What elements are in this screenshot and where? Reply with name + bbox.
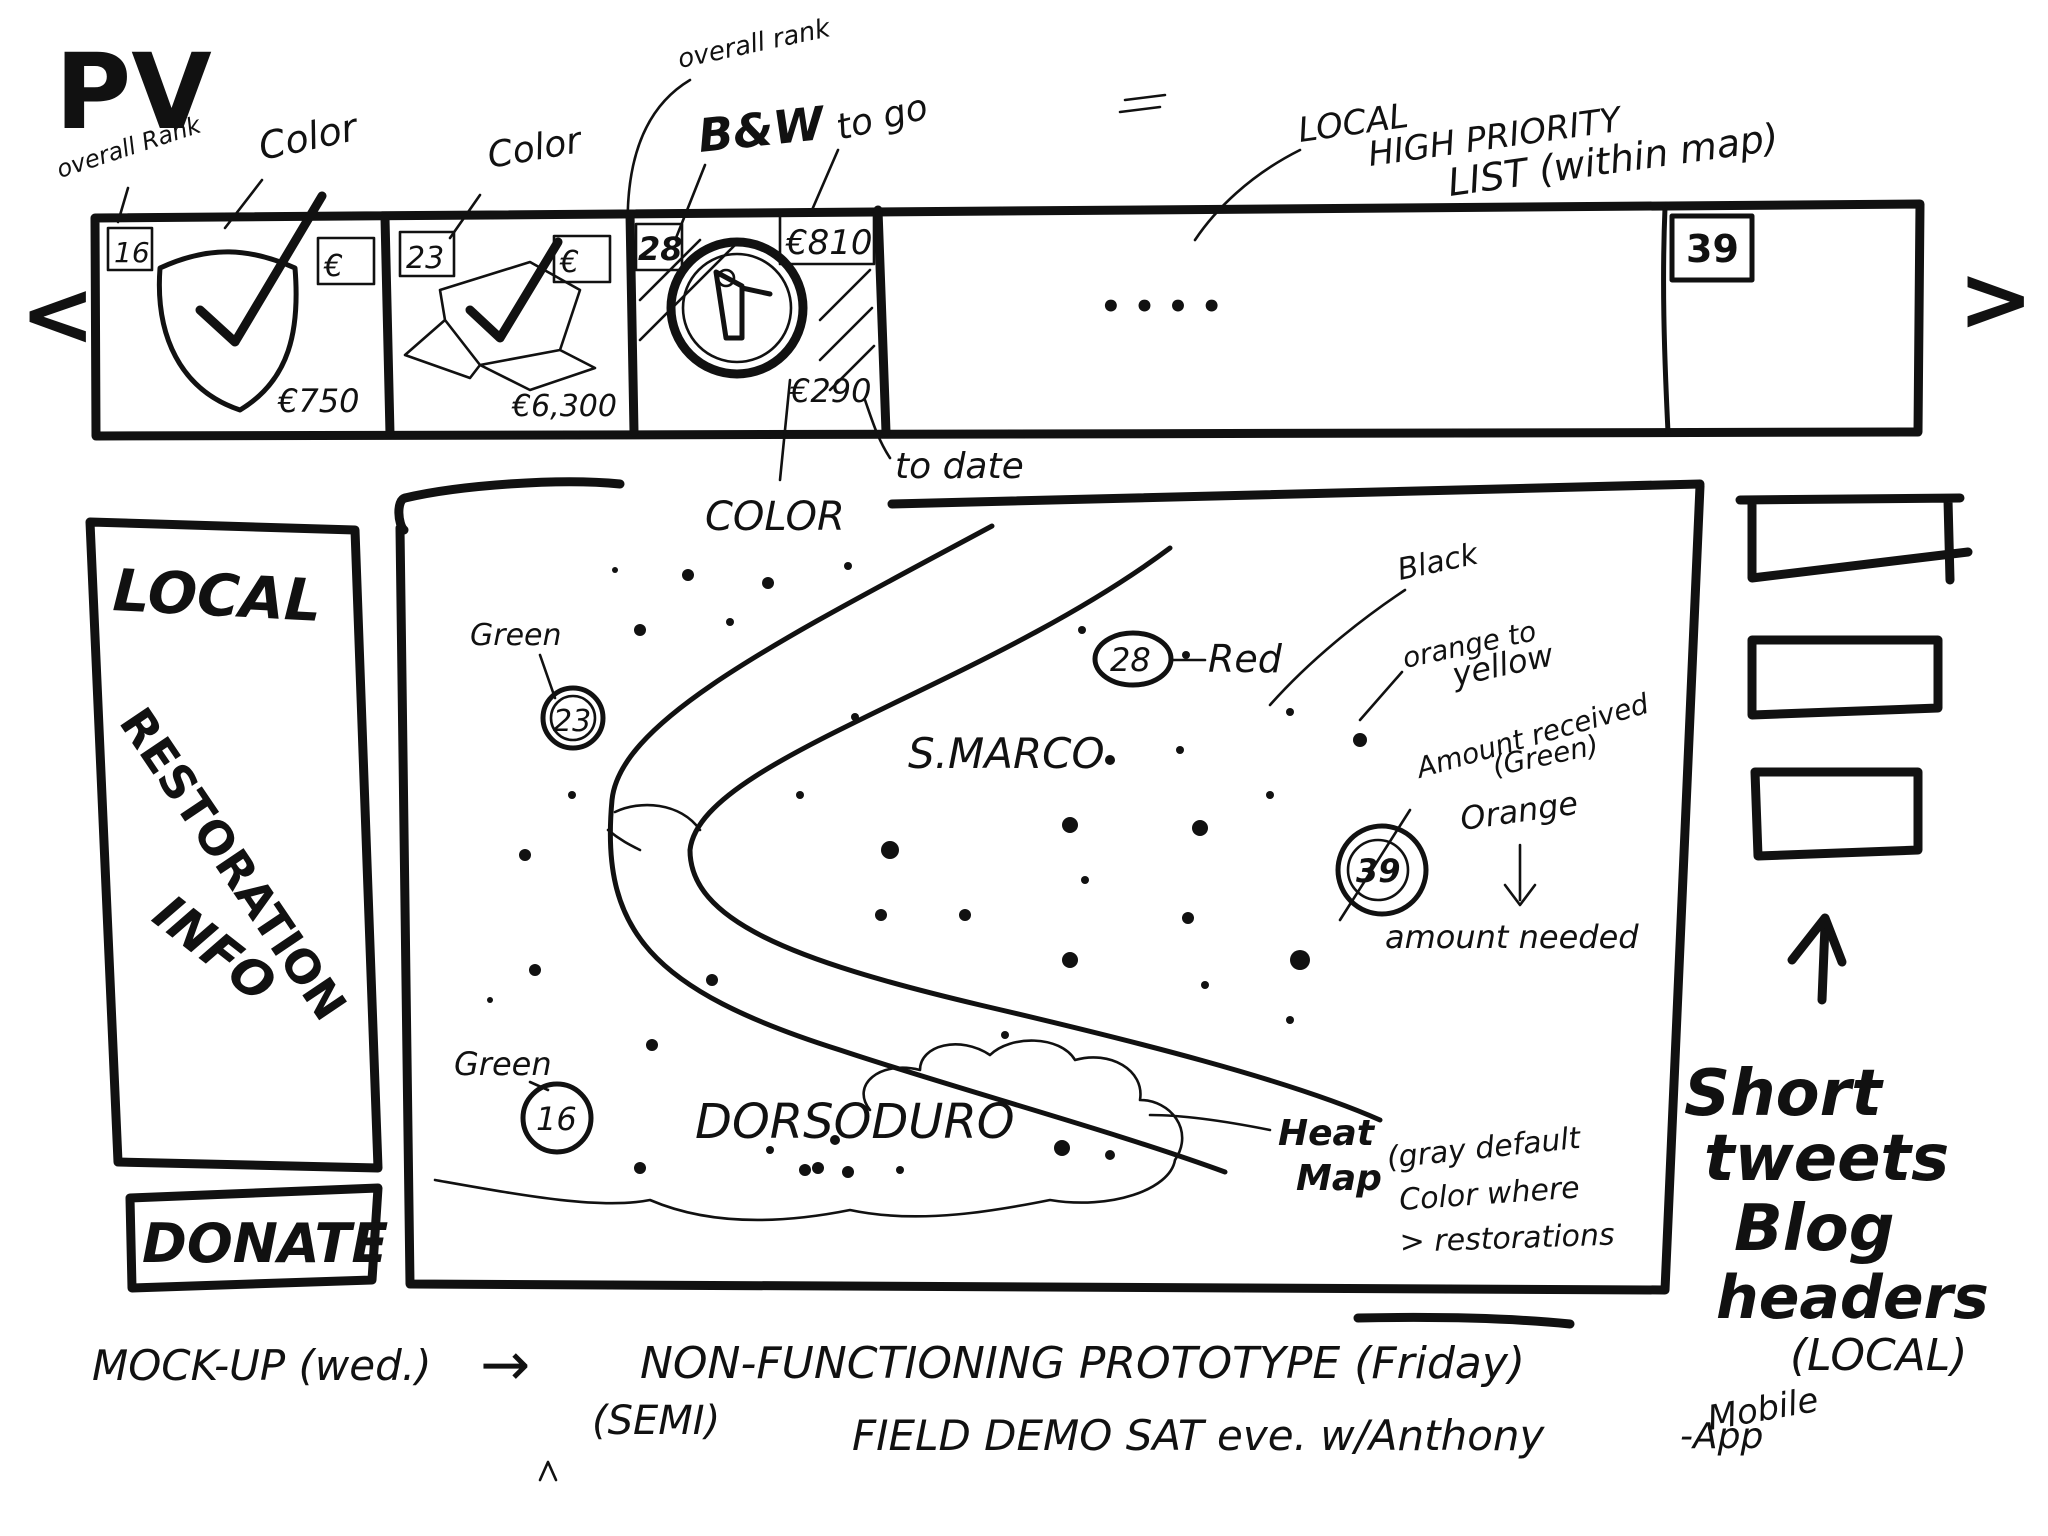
annotation-to-go: to go xyxy=(832,87,932,149)
tweet-header-2[interactable] xyxy=(1747,635,1943,720)
map-marker-16[interactable]: 16 xyxy=(520,1081,594,1155)
sidebar xyxy=(85,517,383,1173)
tweet-headers xyxy=(1735,493,1973,861)
logo: PV xyxy=(55,31,212,153)
annotation-heat-map-2: Map xyxy=(1296,1158,1382,1199)
shield-icon xyxy=(156,249,299,413)
marker-label: 39 xyxy=(1356,852,1401,890)
annotation-orange: Orange xyxy=(1458,784,1580,838)
annotation-app: -App xyxy=(1680,1416,1763,1457)
tweet-header-1[interactable] xyxy=(1735,493,1973,585)
annotation-heat-map-1: Heat xyxy=(1278,1113,1376,1154)
annotation-green-2: Green xyxy=(454,1045,552,1083)
footer-semi: (SEMI) xyxy=(592,1398,720,1444)
donate-button[interactable]: DONATE xyxy=(125,1183,388,1293)
annotation-to-date: to date xyxy=(895,446,1024,487)
donate-label: DONATE xyxy=(142,1212,388,1275)
sidebar-title-local: LOCAL xyxy=(111,556,323,635)
annotation-heat-note-2: Color where xyxy=(1398,1170,1581,1218)
annotation-short: Short xyxy=(1684,1057,1884,1131)
item-rank: 16 xyxy=(114,236,150,269)
footer-mockup: MOCK-UP (wed.) xyxy=(92,1341,432,1390)
carousel-item-1[interactable]: 16 € €750 xyxy=(106,191,376,420)
annotation-local-paren: (LOCAL) xyxy=(1790,1330,1967,1381)
item-rank: 39 xyxy=(1686,227,1739,271)
annotation-heat-note-1: (gray default xyxy=(1385,1121,1583,1176)
carousel-item-3[interactable]: 28 €810 €290 xyxy=(634,212,876,410)
check-icon xyxy=(465,237,563,343)
item-price-bottom: €6,300 xyxy=(511,389,617,424)
annotation-black: Black xyxy=(1394,536,1482,587)
item-price-bottom: €290 xyxy=(789,372,871,410)
carousel-ellipsis: • • • • xyxy=(1100,287,1222,327)
item-price-top: €810 xyxy=(785,223,873,263)
carousel-prev-arrow[interactable]: < xyxy=(20,262,95,367)
item-rank: 28 xyxy=(638,230,683,268)
annotation-headers: headers xyxy=(1716,1263,1989,1333)
marker-label: 16 xyxy=(536,1100,577,1138)
carousel-next-arrow[interactable]: > xyxy=(1958,247,2033,352)
box-icon xyxy=(403,260,597,392)
tweet-header-3[interactable] xyxy=(1750,767,1923,861)
footer-arrow: → xyxy=(480,1330,530,1400)
map-dots xyxy=(487,562,1367,1178)
carousel-item-4[interactable]: 39 xyxy=(1669,213,1755,283)
item-price-top: € xyxy=(323,249,343,284)
annotation-heat-note-3: > restorations xyxy=(1399,1218,1615,1260)
annotation-blog: Blog xyxy=(1734,1192,1895,1266)
annotation-bw: B&W xyxy=(696,96,829,163)
marker-label: 28 xyxy=(1110,641,1151,679)
annotation-overall-rank-2: overall rank xyxy=(675,13,834,75)
district-dorsoduro: DORSODURO xyxy=(695,1094,1015,1150)
district-s-marco: S.MARCO xyxy=(908,729,1105,778)
annotation-color-3: COLOR xyxy=(705,494,845,540)
annotation-color-1: Color xyxy=(255,105,364,169)
footer-prototype: NON-FUNCTIONING PROTOTYPE (Friday) xyxy=(640,1338,1525,1389)
annotation-color-2: Color xyxy=(484,120,586,177)
item-rank: 23 xyxy=(406,241,444,276)
map-marker-39[interactable]: 39 xyxy=(1335,808,1429,922)
annotation-red: Red xyxy=(1208,637,1283,681)
marker-label: 23 xyxy=(553,704,591,739)
annotation-amount-needed: amount needed xyxy=(1385,918,1639,956)
compass-icon xyxy=(666,237,808,379)
map-marker-23[interactable]: 23 xyxy=(540,685,606,751)
map-marker-28[interactable]: 28 xyxy=(1092,630,1174,688)
check-icon xyxy=(195,191,327,347)
item-price-bottom: €750 xyxy=(277,382,359,420)
item-price-top: € xyxy=(559,245,579,280)
annotation-tweets: tweets xyxy=(1704,1122,1949,1196)
annotation-green-1: Green xyxy=(470,618,562,653)
carousel xyxy=(90,199,1925,441)
heat-map[interactable]: 23 28 39 16 S.MARCO DORSODURO xyxy=(394,477,1705,1329)
footer-field-demo: FIELD DEMO SAT eve. w/Anthony xyxy=(852,1411,1546,1460)
carousel-item-2[interactable]: 23 € €6,300 xyxy=(398,230,617,424)
